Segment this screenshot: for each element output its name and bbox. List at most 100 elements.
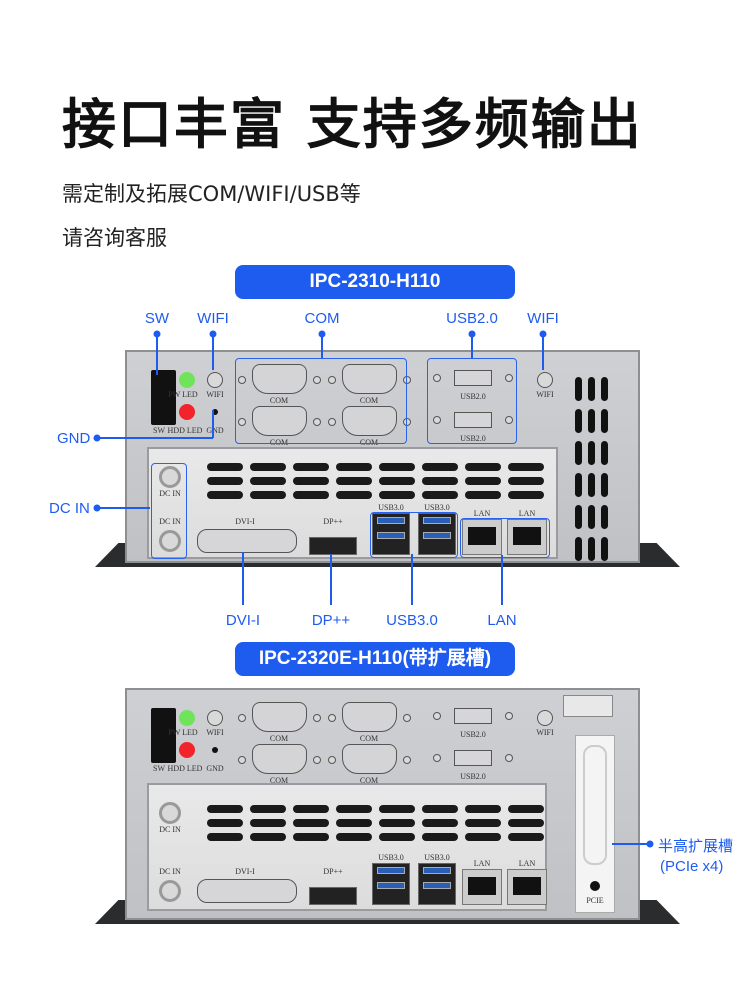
pcie-handle: [583, 745, 607, 865]
dvi-port: [197, 879, 297, 903]
dp-port: [309, 887, 357, 905]
vent-oval: [293, 805, 329, 813]
vent-slot: [575, 473, 582, 497]
lan-label: LAN: [518, 509, 536, 518]
screw-hole: [313, 714, 321, 722]
model-badge-1: IPC-2310-H110: [235, 265, 515, 299]
dc-in-connector: [159, 466, 181, 488]
usb2-port: [454, 750, 492, 766]
usb3-highlight: [370, 512, 458, 558]
lan-label: LAN: [518, 859, 536, 868]
callout-line: [330, 554, 332, 605]
dp-label: DP++: [323, 517, 343, 526]
callout-line: [501, 555, 503, 605]
lan-port: [462, 519, 502, 555]
usb2-port: [454, 370, 492, 386]
callout-dot: [646, 840, 654, 848]
wifi-label: WIFI: [206, 390, 224, 399]
usb3-label: USB3.0: [424, 503, 450, 512]
vent-oval: [207, 805, 243, 813]
usb3-port: [372, 513, 410, 555]
vent-oval: [465, 491, 501, 499]
screw-hole: [313, 756, 321, 764]
hdd-led-icon: [179, 404, 195, 420]
vent-oval: [379, 833, 415, 841]
vent-oval: [465, 805, 501, 813]
wifi-label: WIFI: [536, 728, 554, 737]
callout-label-1: DP++: [311, 612, 351, 629]
vent-oval: [508, 463, 544, 471]
usb2-port: [454, 412, 492, 428]
vent-oval: [250, 463, 286, 471]
screw-hole: [403, 418, 411, 426]
vent-oval: [207, 491, 243, 499]
vent-oval: [508, 833, 544, 841]
com-highlight: [235, 358, 407, 444]
vent-oval: [379, 819, 415, 827]
model-badge-2: IPC-2320E-H110(带扩展槽): [235, 642, 515, 676]
screw-hole: [433, 416, 441, 424]
com-label: COM: [269, 438, 289, 447]
vent-slot: [588, 537, 595, 561]
pcie-latch: [563, 695, 613, 717]
screw-hole: [328, 376, 336, 384]
com-label: COM: [359, 438, 379, 447]
wifi-label: WIFI: [206, 728, 224, 737]
screw-hole: [238, 714, 246, 722]
usb3-label: USB3.0: [378, 853, 404, 862]
vent-oval: [465, 463, 501, 471]
vent-slot: [588, 505, 595, 529]
vent-oval: [336, 463, 372, 471]
usb3-port: [418, 513, 456, 555]
vent-oval: [422, 491, 458, 499]
vent-oval: [207, 833, 243, 841]
hdd-led-icon: [179, 742, 195, 758]
callout-label-wifi: WIFI: [527, 310, 559, 327]
dc-in-label: DC IN: [159, 825, 181, 834]
callout-line: [212, 334, 214, 370]
vent-oval: [293, 819, 329, 827]
vent-oval: [379, 463, 415, 471]
lan-port: [507, 519, 547, 555]
screw-hole: [313, 418, 321, 426]
dc-in-label: DC IN: [159, 517, 181, 526]
vent-slot: [601, 377, 608, 401]
screw-hole: [313, 376, 321, 384]
callout-line: [542, 334, 544, 370]
callout-label-usb2.0: USB2.0: [446, 310, 498, 327]
vent-slot: [575, 537, 582, 561]
callout-label-expansion-slot: 半高扩展槽: [658, 838, 734, 855]
vent-oval: [508, 477, 544, 485]
gnd-terminal: [212, 747, 218, 753]
vent-oval: [250, 477, 286, 485]
gnd-terminal: [212, 409, 218, 415]
vent-slot: [575, 377, 582, 401]
vent-oval: [207, 477, 243, 485]
com-port: [342, 702, 397, 732]
vent-slot: [601, 537, 608, 561]
callout-line: [471, 334, 473, 358]
screw-hole: [403, 756, 411, 764]
com-label: COM: [359, 734, 379, 743]
com-label: COM: [359, 396, 379, 405]
vent-oval: [508, 819, 544, 827]
com-port: [252, 406, 307, 436]
dp-port: [309, 537, 357, 555]
vent-oval: [422, 805, 458, 813]
vent-oval: [293, 491, 329, 499]
screw-hole: [403, 376, 411, 384]
vent-oval: [207, 463, 243, 471]
sw-label: SW: [153, 426, 165, 435]
gnd-label: GND: [206, 764, 224, 773]
power-switch: [151, 708, 176, 763]
vent-slot: [588, 473, 595, 497]
dvi-port: [197, 529, 297, 553]
callout-label-sw: SW: [144, 310, 170, 327]
vent-slot: [575, 409, 582, 433]
wifi-antenna-port: [537, 372, 553, 388]
screw-hole: [328, 756, 336, 764]
vent-oval: [250, 805, 286, 813]
com-port: [342, 406, 397, 436]
callout-line: [97, 507, 150, 509]
